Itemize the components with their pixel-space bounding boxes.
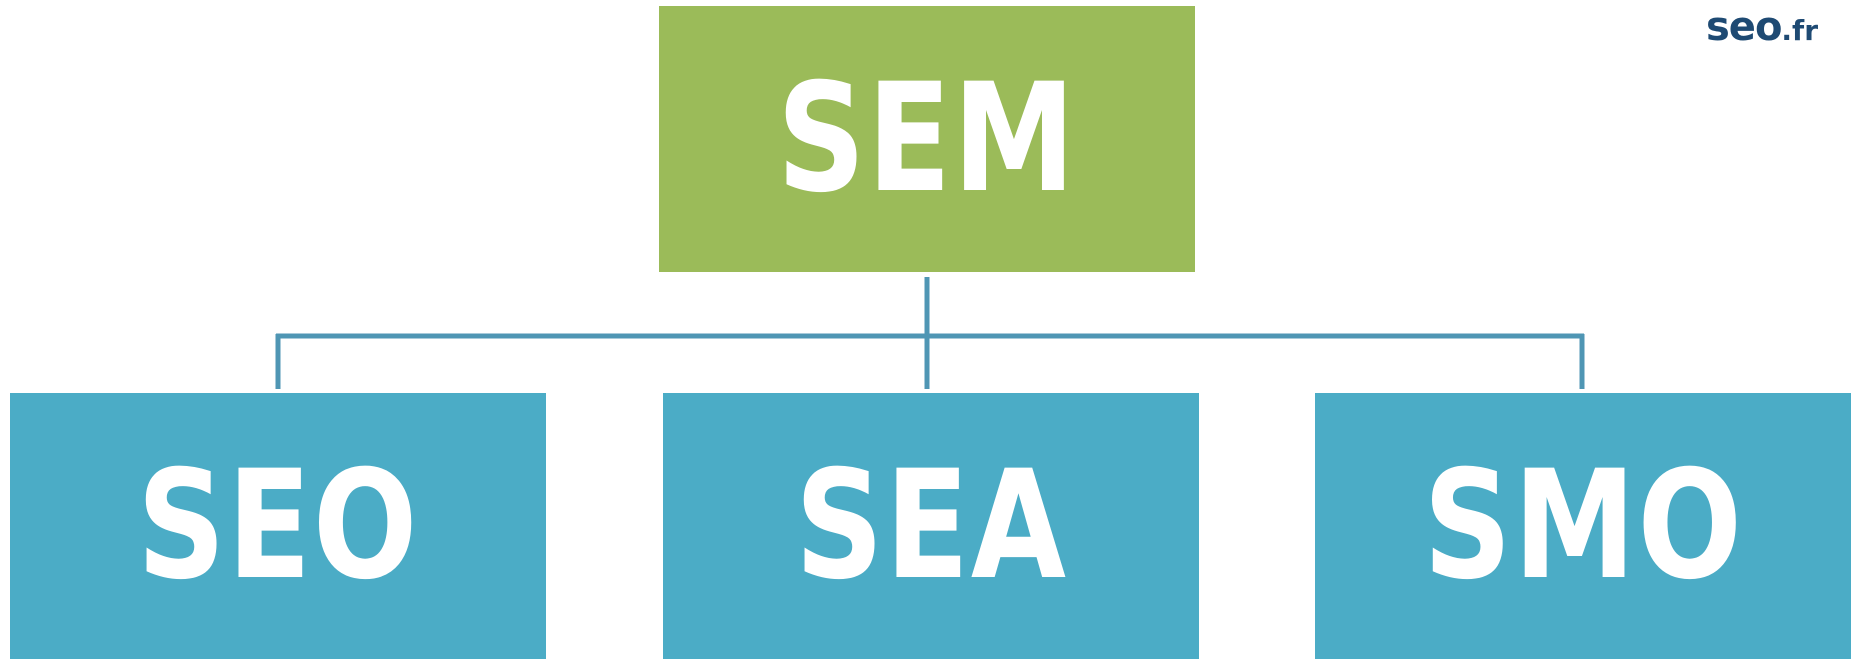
smo-node: SMO — [1315, 393, 1851, 659]
sea-label: SEA — [794, 439, 1068, 613]
logo-main-text: seo — [1706, 4, 1782, 50]
sea-node: SEA — [663, 393, 1199, 659]
seo-node: SEO — [10, 393, 546, 659]
smo-label: SMO — [1422, 439, 1744, 613]
sem-label: SEM — [777, 52, 1077, 226]
logo-tld-text: .fr — [1781, 14, 1819, 47]
seo-label: SEO — [136, 439, 420, 613]
sem-node: SEM — [659, 6, 1195, 272]
seo-fr-logo: seo .fr — [1706, 4, 1818, 50]
